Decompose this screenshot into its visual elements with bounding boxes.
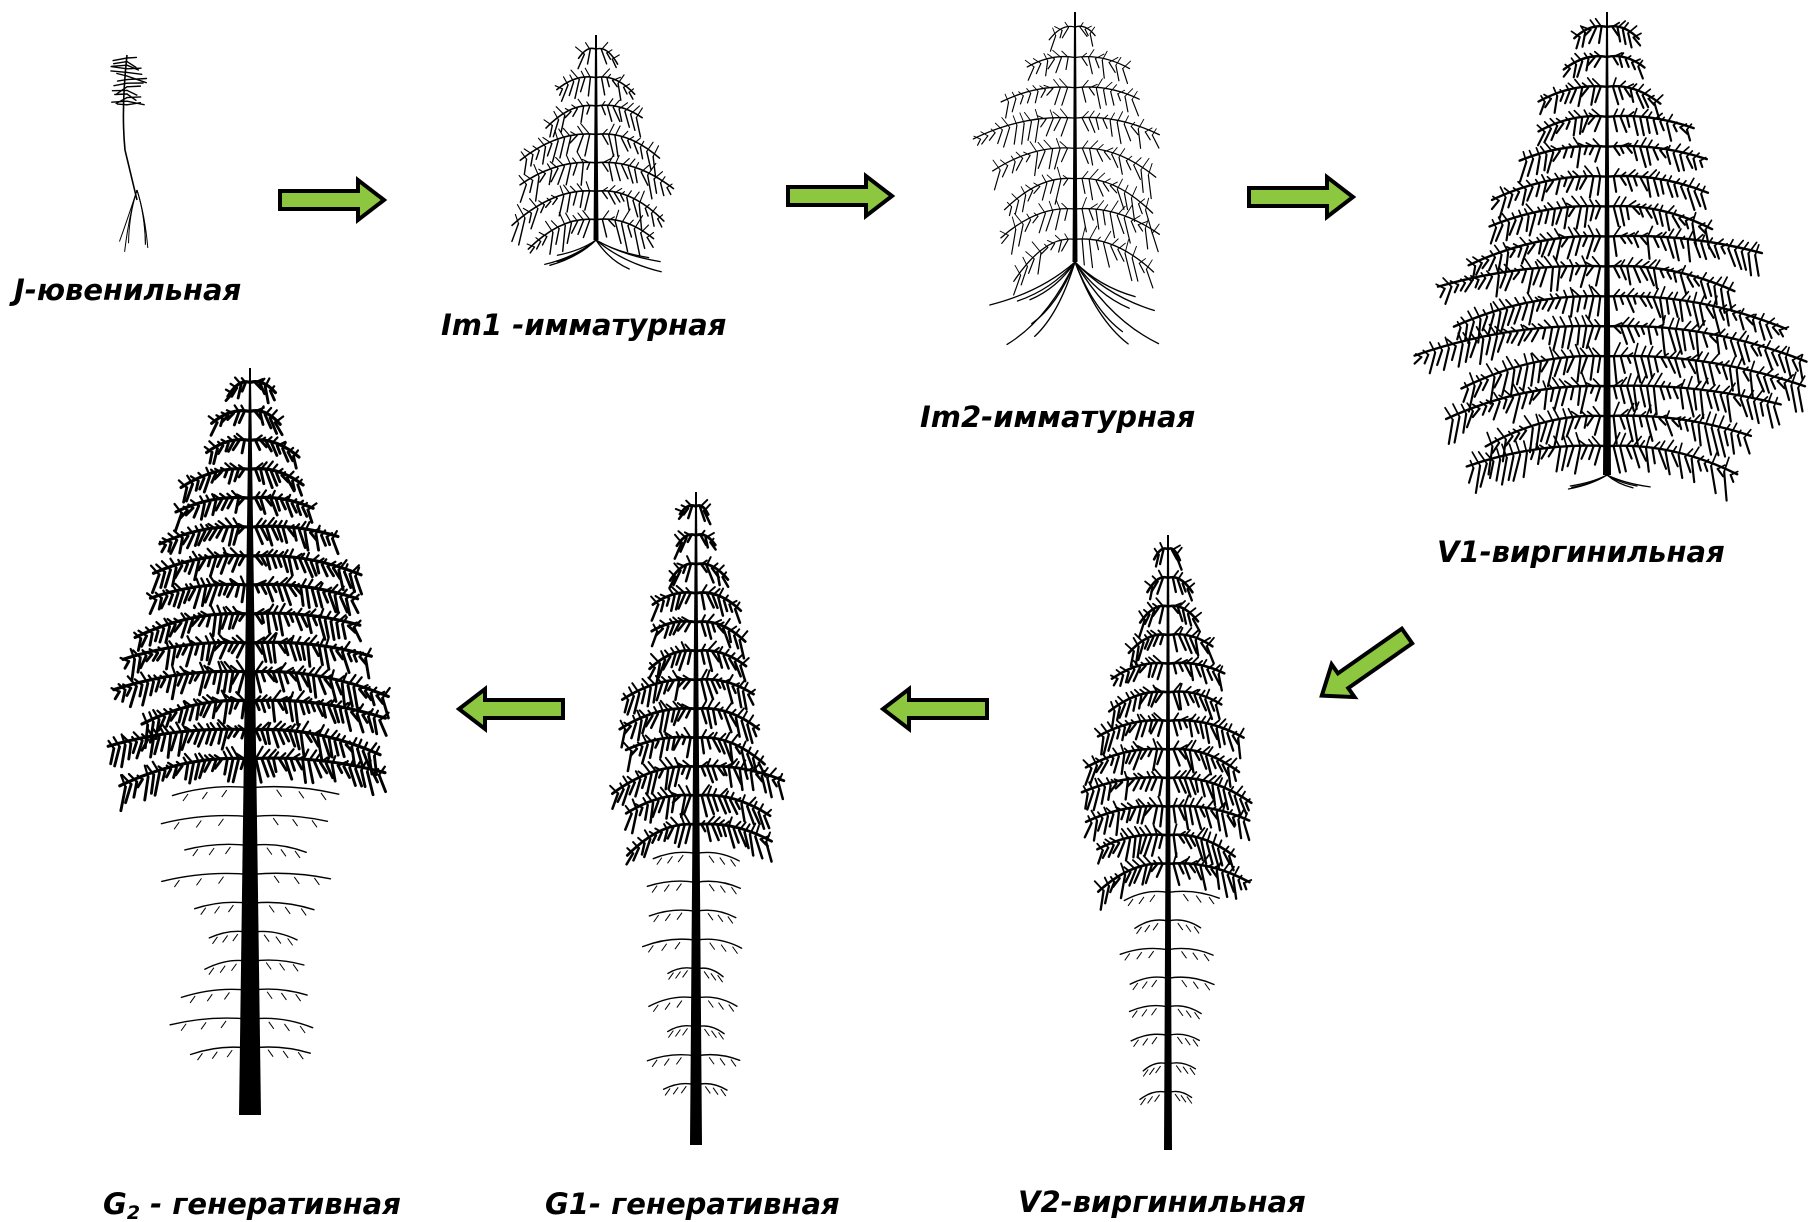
old-spruce-icon	[108, 368, 389, 1115]
broad-spruce-icon	[1415, 12, 1807, 501]
stage-label-j: J-ювенильная	[14, 276, 241, 305]
stage-label-g2-subscript: 2	[127, 1202, 140, 1222]
trunk	[239, 378, 261, 1115]
stage-label-v2: V2-виргинильная	[1018, 1188, 1306, 1217]
mature-spruce-icon	[610, 492, 784, 1145]
stage-label-g2-prefix: G	[103, 1187, 127, 1221]
arrow-im1-to-im2	[788, 176, 892, 216]
stage-label-im1: Im1 -имматурная	[441, 311, 726, 340]
seedling-icon	[111, 55, 148, 252]
arrow-g1-to-g2	[459, 689, 563, 729]
stage-label-im2: Im2-имматурная	[920, 403, 1195, 432]
stage-label-g2: G2 - генеративная	[103, 1190, 401, 1222]
trunk	[594, 45, 599, 240]
stage-label-v1: V1-виргинильная	[1437, 538, 1725, 567]
stage-label-g1: G1- генеративная	[545, 1190, 840, 1219]
arrow-v1-to-v2	[1310, 620, 1418, 712]
tall-spruce-icon	[1082, 535, 1251, 1150]
arrows-layer	[280, 176, 1418, 729]
stage-label-g2-suffix: - генеративная	[140, 1187, 401, 1221]
trunk	[1603, 22, 1611, 475]
arrow-j-to-im1	[280, 180, 384, 220]
young-spruce-icon	[512, 35, 674, 272]
arrow-im2-to-v1	[1249, 177, 1353, 217]
arrow-v2-to-g1	[883, 689, 987, 729]
sapling-spruce-icon	[973, 12, 1159, 344]
